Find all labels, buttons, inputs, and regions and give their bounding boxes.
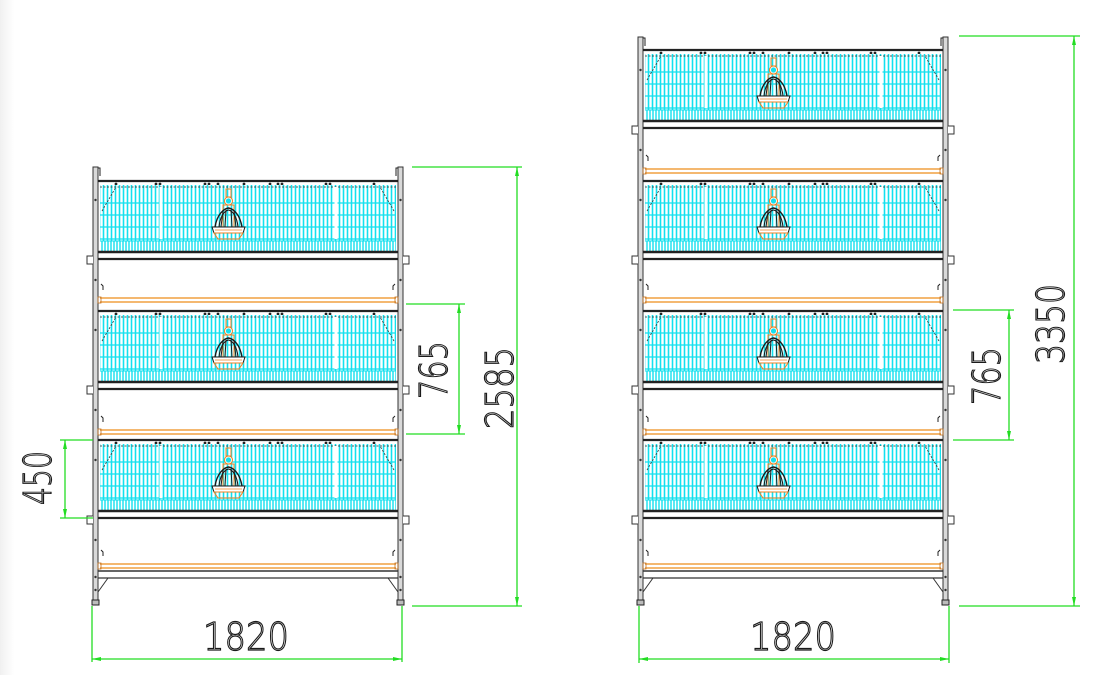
left-gap-2 [97, 415, 399, 436]
page-edge-shadow [0, 0, 14, 675]
right-width-label: 1820 [750, 615, 836, 659]
right-tier-1 [641, 48, 945, 130]
right-tier-2 [641, 179, 945, 261]
left-cage-height-label: 450 [16, 451, 60, 505]
right-pitch-label: 765 [965, 347, 1009, 405]
right-post-right [942, 36, 949, 604]
right-cage-unit [631, 36, 955, 606]
left-tier-1 [96, 179, 400, 261]
left-height-label: 2585 [478, 347, 522, 429]
right-post-left [637, 36, 644, 604]
left-cage-unit [86, 166, 410, 606]
right-dimensions [638, 35, 1080, 663]
left-post-left [92, 166, 99, 604]
left-tier-2 [96, 309, 400, 391]
left-dimensions [60, 166, 522, 662]
right-height-label: 3350 [1029, 284, 1073, 364]
left-post-right [397, 166, 404, 604]
right-gap-2 [642, 283, 944, 304]
right-gap-4 [642, 549, 944, 570]
right-gap-3 [642, 415, 944, 436]
left-gap-3 [97, 549, 399, 570]
left-gap-1 [97, 283, 399, 304]
right-tier-3 [641, 309, 945, 391]
left-pitch-label: 765 [412, 341, 456, 399]
left-width-label: 1820 [203, 615, 289, 659]
right-gap-1 [642, 154, 944, 175]
right-tier-4 [641, 438, 945, 520]
left-tier-3 [96, 438, 400, 520]
